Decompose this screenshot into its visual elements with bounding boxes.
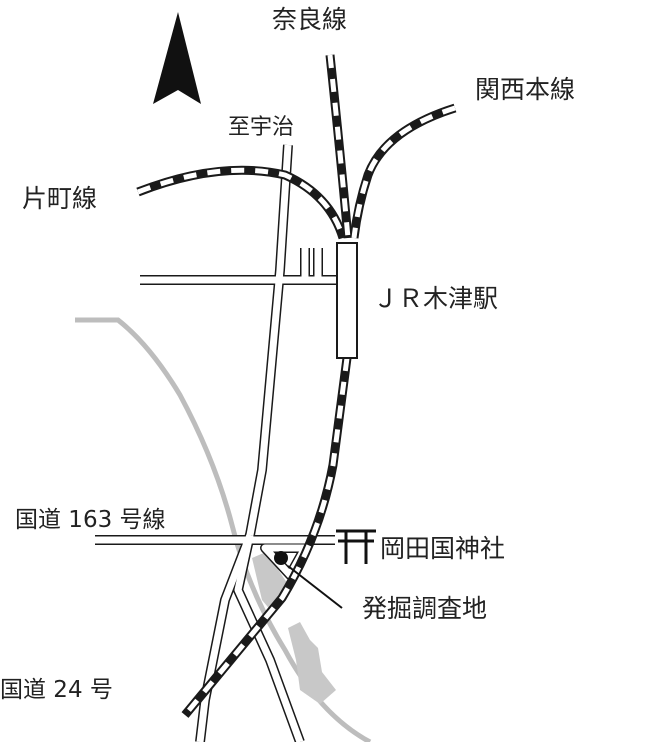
label-nara-line: 奈良線	[272, 5, 347, 34]
label-kansai-line: 関西本線	[475, 75, 575, 104]
label-okadakuni-shrine: 岡田国神社	[380, 534, 505, 563]
excavation-leader-line	[287, 565, 343, 609]
excavation-dot-icon	[274, 551, 288, 565]
label-katamachi-line: 片町線	[22, 184, 97, 213]
kizu-station-building	[336, 242, 358, 359]
torii-shrine-icon	[336, 529, 376, 564]
label-route-163: 国道 163 号線	[15, 507, 166, 533]
label-excavation-site: 発掘調査地	[362, 594, 487, 623]
railways	[136, 54, 457, 718]
label-route-24: 国道 24 号	[0, 677, 113, 703]
label-kizu-station: ＪＲ木津駅	[373, 284, 498, 313]
kansai-line-track	[349, 103, 457, 239]
label-to-uji: 至宇治	[228, 115, 294, 140]
north-arrow-icon	[153, 12, 201, 104]
nara-line-track	[325, 54, 353, 239]
gray-area-south	[288, 622, 336, 704]
